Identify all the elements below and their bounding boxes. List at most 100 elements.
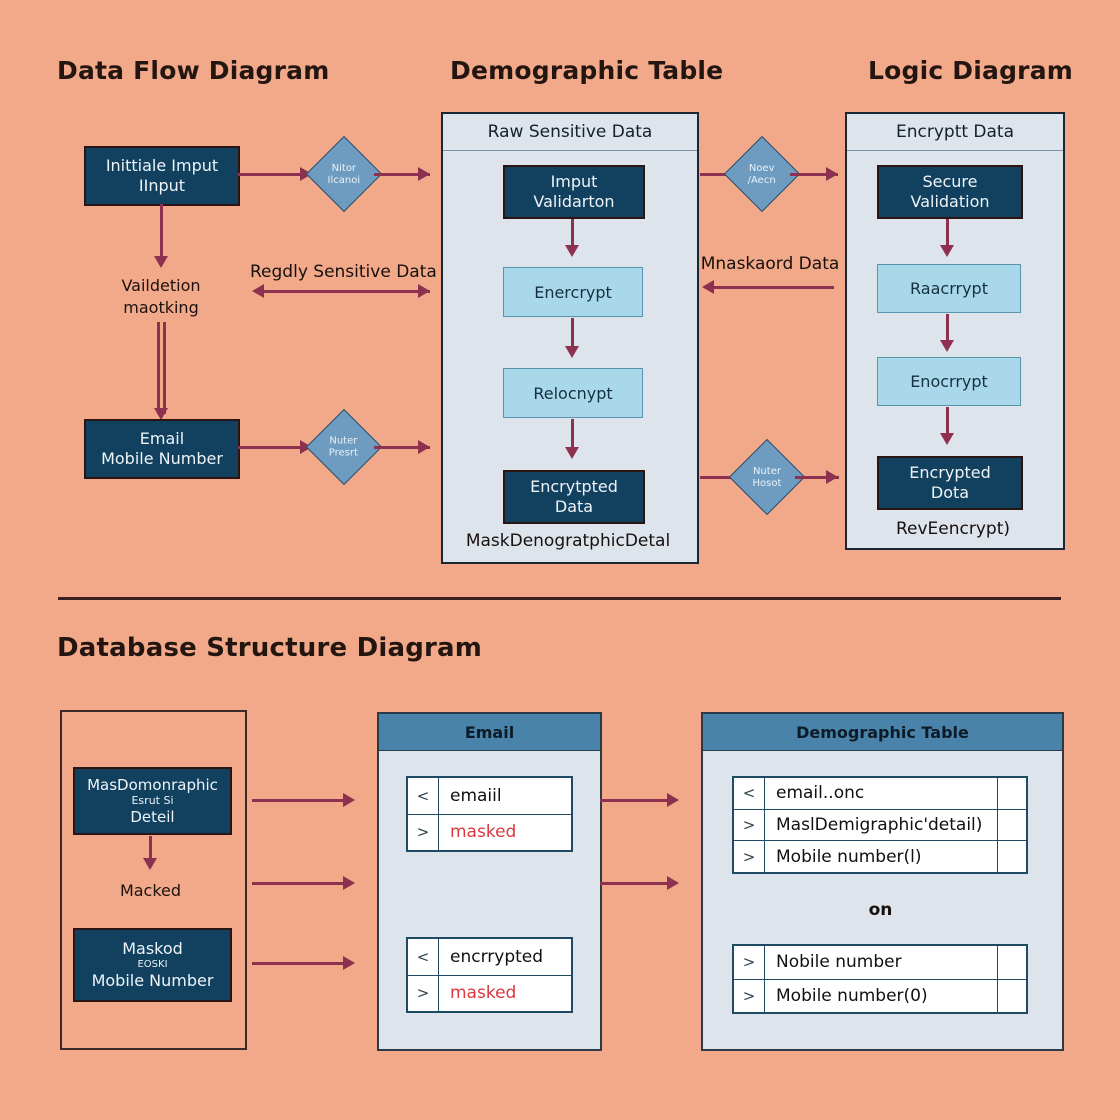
row-tail-cell (997, 778, 1026, 809)
node-line-1: Enercrypt (534, 282, 612, 302)
caption-mask-demographic-detail: MaskDenogratphicDetal (465, 531, 671, 551)
arrowhead-down (143, 858, 157, 870)
arrowhead-right (343, 793, 355, 807)
arrowhead-right (667, 793, 679, 807)
node-email-mobile-number[interactable]: Email Mobile Number (84, 419, 240, 479)
arrowhead-left (702, 280, 714, 294)
chevron-icon[interactable]: > (734, 809, 765, 841)
logic-step-encrypted-data[interactable]: Encrypted Dota (877, 456, 1023, 510)
field-name: email..onc (776, 783, 865, 804)
chevron-icon[interactable]: > (408, 975, 439, 1011)
row-tail-cell (997, 809, 1026, 841)
arrowhead-down (940, 433, 954, 445)
table-row[interactable]: > MaslDemigraphic'detail) (734, 809, 1026, 842)
arrowhead-down (565, 447, 579, 459)
decision-diamond-top-left[interactable]: Nitor Ilcanoi (305, 135, 383, 213)
arrow-validation-to-email-b (163, 322, 166, 414)
arrow-panel-to-decision-bottom (700, 476, 744, 479)
row-tail-cell (997, 946, 1026, 979)
db-node-masked-mobile-number[interactable]: Maskod EOSKI Mobile Number (73, 928, 232, 1002)
table-row[interactable]: < encrrypted (408, 939, 571, 976)
row-tail-cell (997, 979, 1026, 1012)
arrowhead-right (343, 956, 355, 970)
table-row[interactable]: > Mobile number(0) (734, 979, 1026, 1012)
arrowhead-right (418, 167, 430, 181)
field-name: Mobile number(l) (776, 846, 922, 867)
caption-rev-encrypt: RevEencrypt) (895, 519, 1011, 539)
page-title-logic-diagram: Logic Diagram (868, 56, 1074, 85)
arrow-decision-to-panel-2 (374, 446, 430, 449)
section-divider (58, 597, 1061, 600)
field-name: emaiil (450, 785, 502, 806)
step-reencrypt[interactable]: Relocnypt (503, 368, 643, 418)
arrowhead-down (154, 408, 168, 420)
arrow-panel-to-decision-top (700, 173, 740, 176)
arrowhead-down (154, 256, 168, 268)
chevron-icon[interactable]: > (734, 979, 765, 1012)
node-line-1: Enocrrypt (910, 372, 988, 391)
node-line-1: Imput (550, 172, 598, 192)
node-line-3: Deteil (130, 807, 175, 826)
arrow-decision-to-logic-panel (790, 173, 838, 176)
arrow-logic-2-3 (946, 314, 949, 345)
field-name: MaslDemigraphic'detail) (776, 815, 983, 835)
table-row[interactable]: > Nobile number (734, 946, 1026, 980)
demographic-fields-table-bottom: > Nobile number > Mobile number(0) (732, 944, 1028, 1014)
field-name: Nobile number (776, 952, 902, 973)
table-row[interactable]: > Mobile number(l) (734, 841, 1026, 873)
diamond-label: Nitor Ilcanoi (327, 162, 361, 186)
node-line-2: Esrut Si (131, 794, 174, 808)
db-node-mask-demographic-detail[interactable]: MasDomonraphic Esrut Si Deteil (73, 767, 232, 835)
email-fields-table-bottom: < encrrypted > masked (406, 937, 573, 1013)
arrow-email-to-demographic-2 (600, 882, 672, 885)
arrow-db-left-to-email-3 (252, 962, 348, 965)
arrow-db-node1-to-masked (149, 836, 152, 862)
chevron-icon[interactable]: > (408, 814, 439, 850)
logic-step-encrypt[interactable]: Enocrrypt (877, 357, 1021, 406)
table-row[interactable]: < email..onc (734, 778, 1026, 810)
chevron-icon[interactable]: > (734, 946, 765, 979)
node-line-1: Inittiale Imput (105, 156, 219, 176)
label-masked-data: Mnaskaord Data (700, 254, 840, 274)
step-encrypt[interactable]: Enercrypt (503, 267, 643, 317)
node-line-1: Encrytpted (530, 477, 618, 497)
chevron-icon[interactable]: > (734, 841, 765, 873)
logic-step-reencrypt[interactable]: Raacrrypt (877, 264, 1021, 313)
node-line-1: MasDomonraphic (87, 776, 218, 794)
arrowhead-down (940, 245, 954, 257)
label-validation-masking: Vaildetion maotking (121, 276, 201, 317)
arrow-db-left-to-email-2 (252, 882, 348, 885)
table-row[interactable]: < emaiil (408, 778, 571, 815)
node-line-1: Email (139, 429, 185, 449)
decision-diamond-top-right[interactable]: Noev /Aecn (723, 135, 801, 213)
node-initial-input[interactable]: Inittiale Imput IInput (84, 146, 240, 206)
arrow-initial-to-decision (238, 173, 310, 176)
step-input-validation[interactable]: Imput Validarton (503, 165, 645, 219)
label-on: on (868, 900, 893, 920)
arrowhead-right (826, 470, 838, 484)
node-line-2: Validarton (533, 192, 615, 211)
db-panel-header-demographic-table: Demographic Table (703, 714, 1062, 751)
chevron-icon[interactable]: < (408, 939, 439, 975)
page-title-demographic-table: Demographic Table (450, 56, 724, 85)
chevron-icon[interactable]: < (408, 778, 439, 814)
arrow-step2-step3 (571, 318, 574, 351)
decision-diamond-bottom-left[interactable]: Nuter Presrt (305, 408, 383, 486)
step-encrypted-data[interactable]: Encrytpted Data (503, 470, 645, 524)
logic-step-secure-validation[interactable]: Secure Validation (877, 165, 1023, 219)
arrow-step3-step4 (571, 419, 574, 451)
diamond-label: Nuter Presrt (329, 435, 359, 458)
demographic-fields-table-top: < email..onc > MaslDemigraphic'detail) >… (732, 776, 1028, 874)
arrowhead-down (565, 245, 579, 257)
db-left-container (60, 710, 247, 1050)
decision-diamond-bottom-right[interactable]: Nuter Hosot (728, 438, 806, 516)
table-row[interactable]: > masked (408, 814, 571, 850)
panel-header-raw-sensitive-data: Raw Sensitive Data (443, 114, 697, 151)
arrow-step1-step2 (571, 219, 574, 251)
chevron-icon[interactable]: < (734, 778, 765, 809)
db-panel-header-email: Email (379, 714, 600, 751)
arrowhead-right (418, 284, 430, 298)
table-row[interactable]: > masked (408, 975, 571, 1011)
field-name: encrrypted (450, 946, 544, 967)
